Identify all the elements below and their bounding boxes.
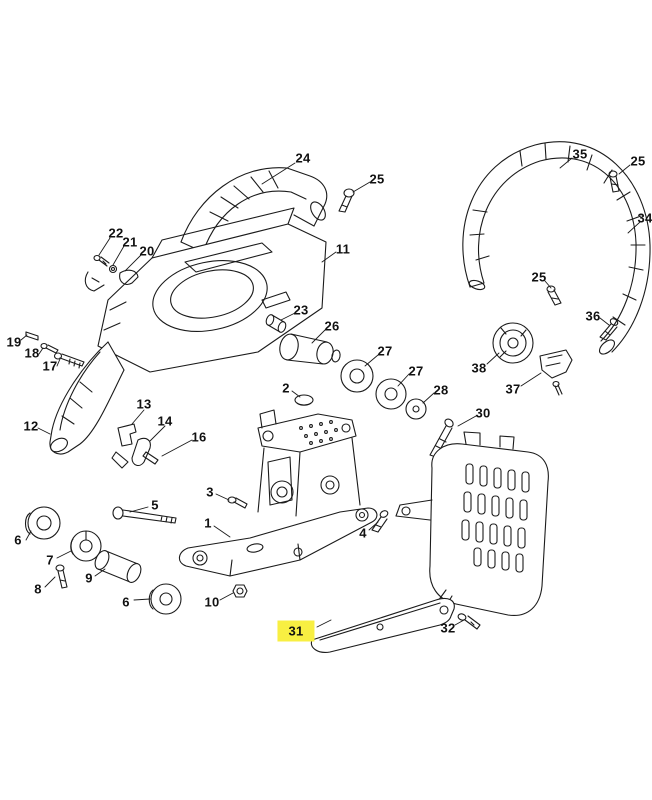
part-label-25-9[interactable]: 25 [531,269,547,285]
part-label-7-32[interactable]: 7 [46,552,54,568]
part-label-8-34[interactable]: 8 [34,581,42,597]
part-label-31-37[interactable]: 31 [277,620,315,642]
buffer-6-lower [148,583,182,615]
cap-7 [70,530,102,562]
brackets-13-14 [111,423,159,469]
rear-handle-part [180,167,328,253]
screw-8 [55,564,68,589]
part-label-9-33[interactable]: 9 [85,570,93,586]
buffer-6-left [24,506,61,540]
part-label-34-4[interactable]: 34 [637,210,652,226]
part-label-27-16[interactable]: 27 [377,343,393,359]
part-label-37-20[interactable]: 37 [505,381,521,397]
small-parts-20-22 [84,254,139,292]
part-label-35-2[interactable]: 35 [572,146,588,162]
part-label-11-8[interactable]: 11 [335,241,351,257]
part-label-38-18[interactable]: 38 [471,360,487,376]
grommet-38 [492,322,534,364]
part-label-18-14[interactable]: 18 [24,345,40,361]
part-label-27-17[interactable]: 27 [408,363,424,379]
nut-10 [232,584,248,598]
part-label-1-29[interactable]: 1 [204,515,212,531]
screw-25-top [338,188,355,213]
part-label-10-36[interactable]: 10 [204,594,220,610]
part-label-13-22[interactable]: 13 [136,396,152,412]
buffer-26 [279,333,341,365]
part-label-12-25[interactable]: 12 [23,418,39,434]
fasteners-17-19 [25,331,85,369]
part-label-21-6[interactable]: 21 [122,234,138,250]
bolt-5 [112,506,177,524]
part-label-28-21[interactable]: 28 [433,382,449,398]
part-label-23-10[interactable]: 23 [293,302,309,318]
part-label-19-13[interactable]: 19 [6,334,22,350]
part-label-22-5[interactable]: 22 [108,225,124,241]
part-label-30-24[interactable]: 30 [475,405,491,421]
part-label-14-23[interactable]: 14 [157,413,173,429]
housing-part [97,207,327,373]
part-label-25-1[interactable]: 25 [369,171,385,187]
part-label-36-12[interactable]: 36 [585,308,601,324]
sleeve-9 [94,550,142,583]
screw-25-top-right [608,170,620,193]
part-label-20-7[interactable]: 20 [139,243,155,259]
front-grip-part [49,341,125,455]
mount-bracket-part [178,409,378,577]
part-label-6-31[interactable]: 6 [14,532,22,548]
part-label-26-11[interactable]: 26 [324,318,340,334]
pin-23 [265,314,287,333]
side-cover-part [395,431,549,617]
part-label-2-19[interactable]: 2 [282,380,290,396]
part-label-4-30[interactable]: 4 [359,525,367,541]
part-label-5-28[interactable]: 5 [151,497,159,513]
leader-lines [20,157,641,628]
screw-30 [429,418,454,458]
screw-32 [457,613,481,630]
part-label-16-26[interactable]: 16 [191,429,207,445]
plug-2 [294,394,314,406]
front-handlebar-part [462,141,651,355]
part-label-17-15[interactable]: 17 [42,358,58,374]
part-label-32-38[interactable]: 32 [440,620,456,636]
screw-25-mid-right [546,285,562,306]
part-label-25-3[interactable]: 25 [630,153,646,169]
rings-27-28 [340,359,427,420]
part-label-6-35[interactable]: 6 [122,594,130,610]
bracket-37 [539,349,573,396]
screw-36 [599,318,619,341]
part-label-24-0[interactable]: 24 [295,150,311,166]
part-label-3-27[interactable]: 3 [206,484,214,500]
